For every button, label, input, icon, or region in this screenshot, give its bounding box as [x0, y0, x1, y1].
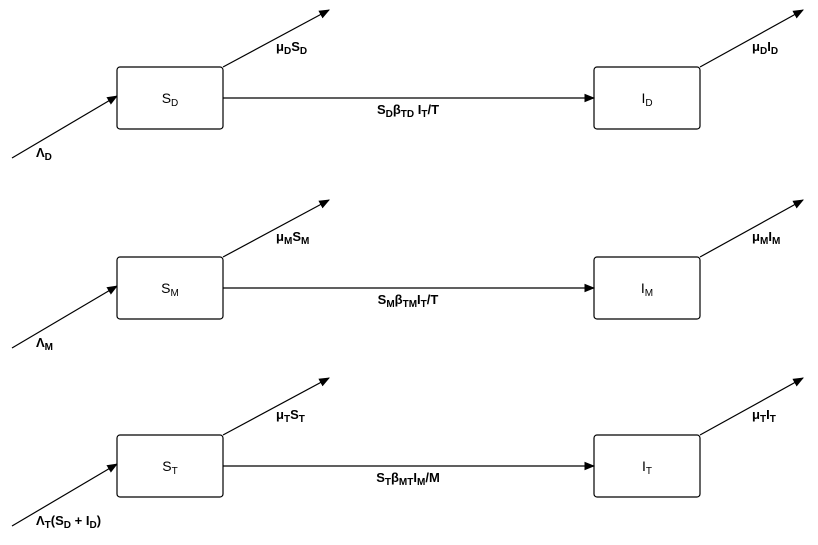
infection-label-d: SDβTD IT/T [377, 102, 439, 120]
death-label-s-t-part: μ [276, 407, 284, 422]
death-label-i-t: μTIT [752, 407, 776, 425]
infection-label-t-part: S [376, 470, 385, 485]
infected-label-t-base: I [642, 458, 646, 474]
death-label-i-m-part: M [760, 236, 768, 247]
death-label-i-d-part: D [771, 46, 778, 57]
death-label-i-m-part: I [768, 229, 772, 244]
death-label-i-d-part: I [767, 39, 771, 54]
death-label-i-m-part: μ [752, 229, 760, 244]
death-label-s-m-part: μ [276, 229, 284, 244]
infection-label-m-part: /T [427, 292, 439, 307]
recruitment-label-t-part: T [45, 520, 51, 531]
infected-label-m-sub: M [645, 288, 653, 299]
infected-label-m-base: I [641, 280, 645, 296]
recruitment-arrow-d [11, 95, 118, 159]
recruitment-label-d-part: D [45, 152, 52, 163]
death-label-s-m-part: S [292, 229, 301, 244]
susceptible-label-t-base: S [162, 458, 171, 474]
susceptible-label-t: ST [162, 458, 177, 477]
death-arrow-i-d [699, 9, 804, 68]
infection-label-t-part: I [413, 470, 417, 485]
recruitment-label-d-part: Λ [36, 145, 45, 160]
susceptible-label-d-sub: D [171, 98, 178, 109]
death-label-i-m-part: M [772, 236, 780, 247]
infection-label-t: STβMTIM/M [376, 470, 440, 488]
death-label-s-d-part: D [284, 46, 291, 57]
death-label-i-t-part: μ [752, 407, 760, 422]
death-label-i-d-part: D [760, 46, 767, 57]
death-label-i-d-part: μ [752, 39, 760, 54]
death-label-s-d-part: S [291, 39, 300, 54]
infected-label-d-base: I [641, 90, 645, 106]
infection-label-m-part: M [386, 299, 394, 310]
death-label-s-d-part: μ [276, 39, 284, 54]
death-label-s-d-part: D [300, 46, 307, 57]
infection-label-t-part: T [385, 477, 391, 488]
susceptible-label-d-base: S [162, 90, 171, 106]
infection-label-m-part: T [421, 299, 427, 310]
recruitment-label-t: ΛT(SD + ID) [36, 513, 101, 531]
death-label-i-t-part: I [766, 407, 770, 422]
row-m [11, 199, 804, 349]
recruitment-label-t-part: D [64, 520, 71, 531]
recruitment-label-t-part: Λ [36, 513, 45, 528]
infection-label-d-part: I [414, 102, 421, 117]
infection-label-t-part: β [391, 470, 399, 485]
recruitment-label-d: ΛD [36, 145, 52, 163]
death-arrow-s-t [222, 377, 330, 436]
row-t [11, 377, 804, 527]
infection-label-m-part: S [378, 292, 387, 307]
death-label-i-m: μMIM [752, 229, 780, 247]
death-label-s-d: μDSD [276, 39, 307, 57]
recruitment-arrow-t [11, 463, 118, 527]
infection-label-m-part: TM [403, 299, 417, 310]
death-arrow-s-m [222, 199, 330, 258]
infected-label-d: ID [641, 90, 652, 109]
death-arrow-i-t [699, 377, 804, 436]
infection-label-t-part: M [417, 477, 425, 488]
infection-label-d-part: S [377, 102, 386, 117]
recruitment-label-t-part: ) [97, 513, 101, 528]
death-label-s-m-part: M [301, 236, 309, 247]
infected-label-t: IT [642, 458, 652, 477]
row-d [11, 9, 804, 159]
recruitment-label-m: ΛM [36, 335, 53, 353]
recruitment-arrow-m [11, 285, 118, 349]
death-label-i-t-part: T [770, 414, 776, 425]
susceptible-label-m-sub: M [171, 288, 179, 299]
susceptible-label-m: SM [161, 280, 179, 299]
recruitment-label-t-part: + I [71, 513, 89, 528]
death-label-s-t-part: T [284, 414, 290, 425]
death-arrow-i-m [699, 199, 804, 258]
death-label-i-d: μDID [752, 39, 778, 57]
infected-label-d-sub: D [645, 98, 652, 109]
susceptible-label-t-sub: T [172, 466, 178, 477]
death-label-s-t-part: T [299, 414, 305, 425]
infected-label-t-sub: T [646, 466, 652, 477]
infection-label-t-part: MT [399, 477, 413, 488]
death-label-s-m-part: M [284, 236, 292, 247]
recruitment-label-m-part: Λ [36, 335, 45, 350]
infection-label-m: SMβTMIT/T [378, 292, 439, 310]
infected-label-m: IM [641, 280, 653, 299]
recruitment-label-t-part: (S [51, 513, 64, 528]
infection-label-t-part: /M [425, 470, 439, 485]
infection-label-m-part: I [417, 292, 421, 307]
infection-label-d-part: /T [427, 102, 439, 117]
infection-label-d-part: T [421, 109, 427, 120]
death-label-s-t-part: S [290, 407, 299, 422]
infection-label-d-part: TD [401, 109, 414, 120]
recruitment-label-t-part: D [89, 520, 96, 531]
infection-label-d-part: β [393, 102, 401, 117]
susceptible-label-m-base: S [161, 280, 170, 296]
death-label-i-t-part: T [760, 414, 766, 425]
death-label-s-m: μMSM [276, 229, 309, 247]
death-label-s-t: μTST [276, 407, 305, 425]
death-arrow-s-d [222, 9, 330, 68]
susceptible-label-d: SD [162, 90, 179, 109]
infection-label-m-part: β [395, 292, 403, 307]
infection-label-d-part: D [386, 109, 393, 120]
recruitment-label-m-part: M [45, 342, 53, 353]
